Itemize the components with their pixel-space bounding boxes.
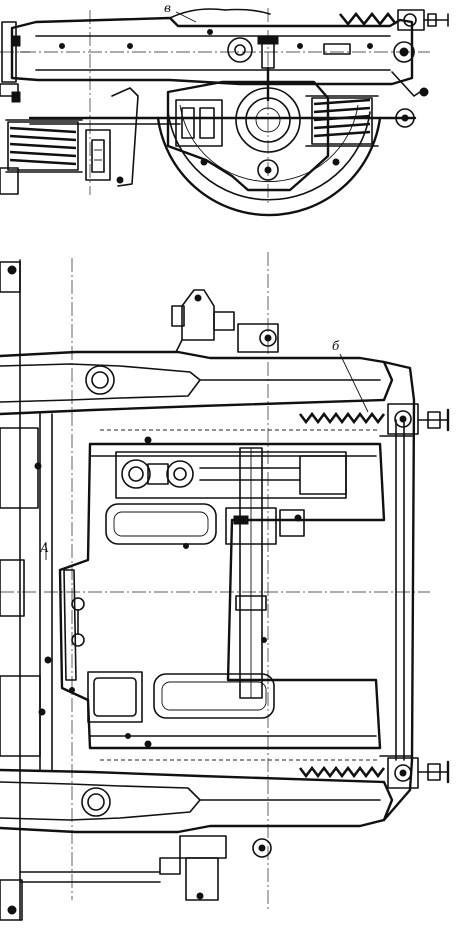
gearbox-bracket xyxy=(225,507,305,545)
left-end-bracket xyxy=(0,21,21,195)
plan-bottom-coupler xyxy=(298,755,450,789)
lower-brake-beam xyxy=(153,673,275,719)
left-wheel-stubs xyxy=(0,259,46,921)
vertical-tie-rod xyxy=(235,447,267,699)
mark-a: А xyxy=(39,541,49,555)
upper-brake-lever xyxy=(171,289,279,353)
axle-box xyxy=(166,80,340,192)
lower-brake-lever xyxy=(19,835,272,901)
right-coil-spring xyxy=(305,95,379,147)
left-coil-spring xyxy=(5,119,83,173)
brake-cylinder-left xyxy=(85,87,139,187)
frame-nameplate xyxy=(323,43,351,55)
side-frame xyxy=(10,8,414,86)
plan-bottom-side-frame xyxy=(0,768,394,834)
plan-view: б А xyxy=(0,252,450,921)
left-link-bars xyxy=(63,569,85,681)
plan-right-end-beam xyxy=(382,360,416,822)
plan-top-side-frame xyxy=(0,350,394,416)
upper-brake-beam xyxy=(105,503,217,545)
frame-bolts xyxy=(59,29,373,49)
vertical-damper xyxy=(227,35,279,102)
top-coupler-assembly xyxy=(338,9,449,97)
callout-b: б xyxy=(332,339,340,353)
callout-v-leader xyxy=(175,11,197,23)
wheel xyxy=(156,87,382,217)
plan-top-coupler xyxy=(298,403,450,437)
callout-v: в xyxy=(164,1,171,15)
bolster xyxy=(58,442,386,750)
plan-fasteners xyxy=(44,436,267,748)
plan-left-end-beam xyxy=(39,413,53,771)
side-elevation-view: в xyxy=(0,1,449,217)
callout-b-leader xyxy=(339,353,369,413)
plan-axle-box xyxy=(87,671,143,723)
traction-motor xyxy=(115,451,347,499)
